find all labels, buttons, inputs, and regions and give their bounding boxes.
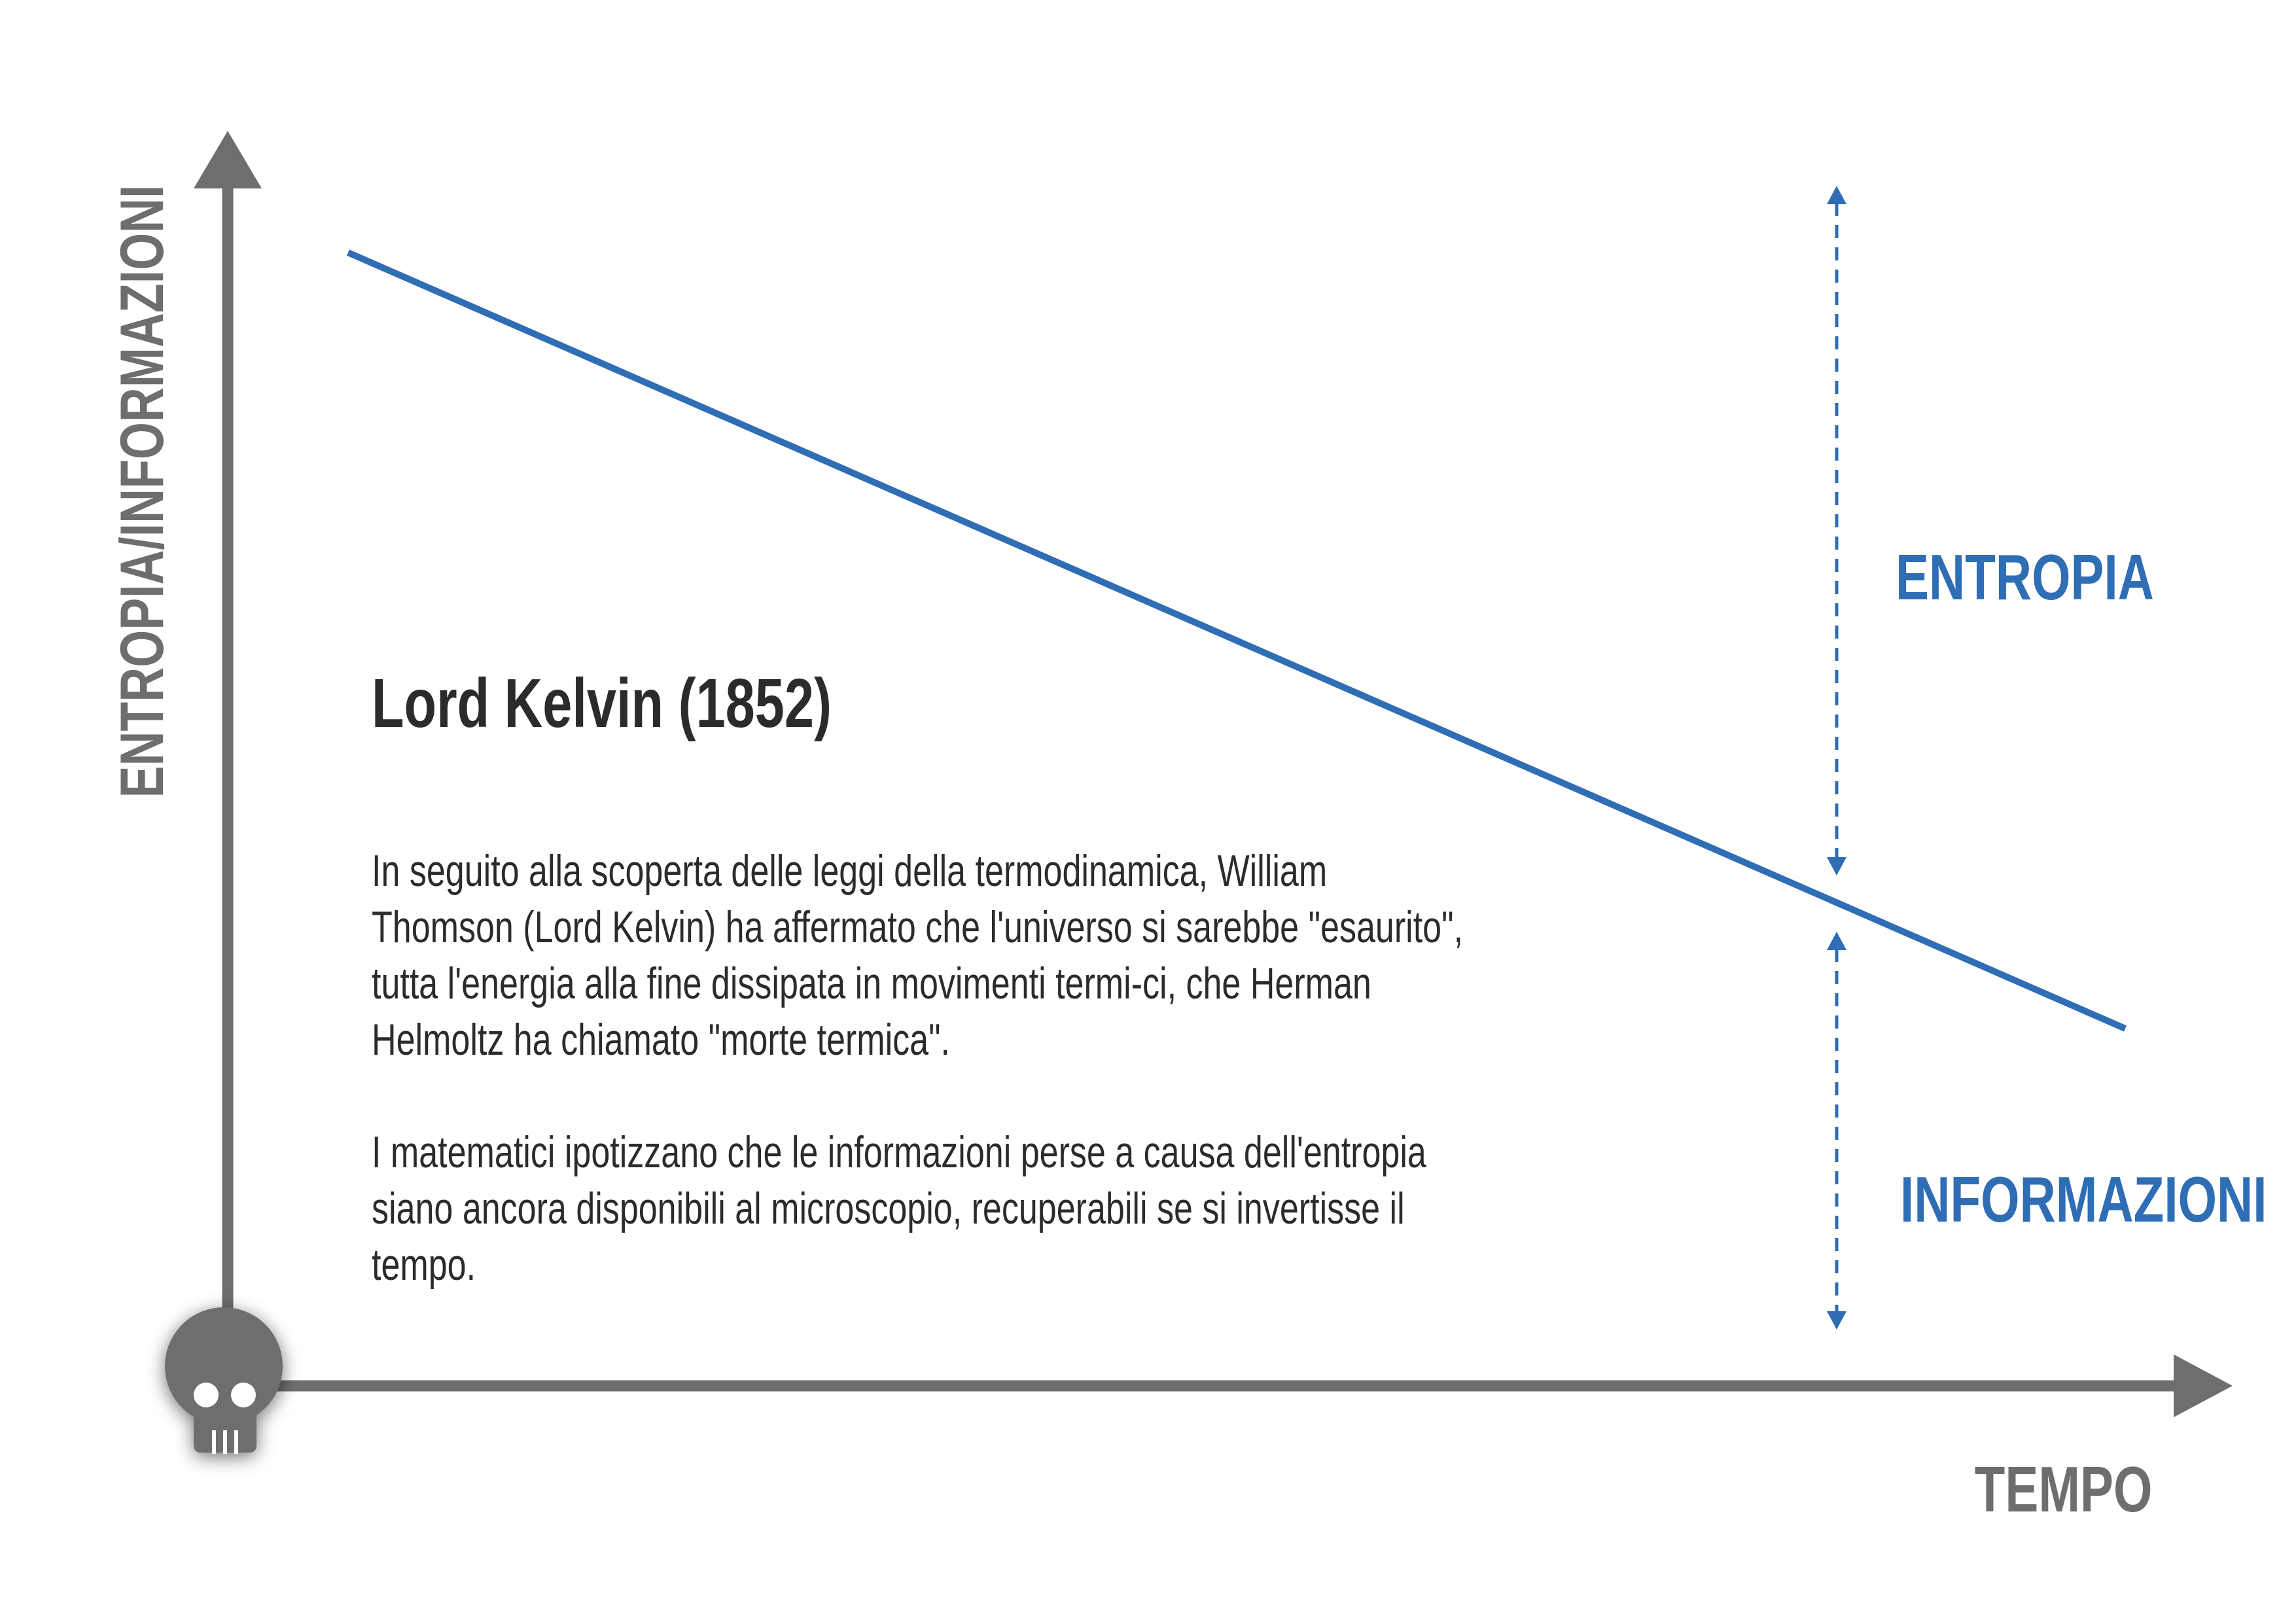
x-axis-label: TEMPO (1974, 1453, 2152, 1525)
informazioni-range-arrow-bottom (1827, 1311, 1846, 1330)
description-block: Lord Kelvin (1852) In seguito alla scope… (372, 661, 1473, 1293)
skull-right-eye (231, 1383, 256, 1407)
description-paragraph-1: In seguito alla scoperta delle leggi del… (372, 846, 1464, 1065)
description-paragraph-2: I matematici ipotizzano che le informazi… (372, 1127, 1426, 1290)
informazioni-region-label: INFORMAZIONI (1900, 1163, 2267, 1235)
entropia-region-label: ENTROPIA (1896, 541, 2154, 613)
trend-line (346, 249, 2127, 1032)
entropia-range-arrow-top (1827, 186, 1846, 204)
skull-left-eye (194, 1383, 219, 1407)
skull-icon (165, 1307, 283, 1454)
x-axis-arrowhead (2174, 1354, 2233, 1417)
y-axis-arrowhead (194, 131, 262, 188)
informazioni-range-arrow-top (1827, 932, 1846, 950)
entropia-range-arrow-bottom (1827, 857, 1846, 875)
y-axis-label: ENTROPIA/INFORMAZIONI (107, 185, 176, 798)
description-title: Lord Kelvin (1852) (372, 665, 832, 742)
